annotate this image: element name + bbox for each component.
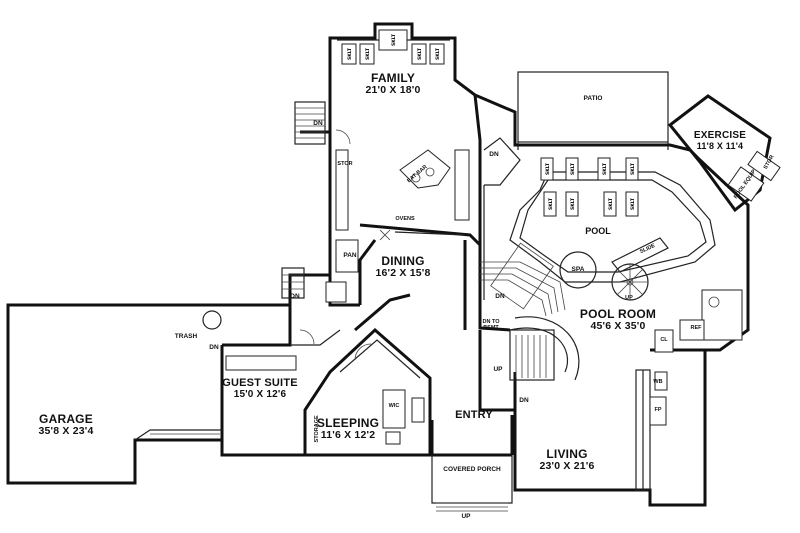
exercise-wing [667, 94, 781, 213]
dn-guest-note: DN [290, 293, 300, 300]
wb-note: WB [653, 379, 663, 385]
sleeping-room-label: SLEEPING 11'6 X 12'2 [317, 417, 379, 441]
stor-note: STOR [337, 161, 353, 167]
living-room-name: LIVING [546, 447, 588, 461]
sleeping-room-name: SLEEPING [316, 416, 380, 430]
up-spiral-note: UP [625, 295, 633, 301]
skylight-label: SKLT [417, 47, 423, 60]
covered-porch-label: COVERED PORCH [443, 466, 501, 473]
pool-room-fixtures [654, 289, 743, 353]
skylight-label: SKLT [391, 33, 397, 46]
cl-note: CL [660, 337, 668, 343]
guest-suite-name: GUEST SUITE [222, 377, 298, 389]
spa-label: SPA [571, 266, 585, 273]
spa-and-slide [559, 237, 669, 301]
dn-to-text: DN TO [482, 319, 500, 325]
pool-room-label: POOL ROOM 45'6 X 35'0 [580, 308, 656, 332]
ovens-note: OVENS [395, 216, 415, 222]
dn-garage-note: DN [209, 344, 219, 351]
skylight-label: SKLT [602, 162, 608, 175]
covered-porch [431, 455, 513, 512]
family-room-walls [294, 22, 476, 145]
skylight-label: SKLT [630, 197, 636, 210]
living-room-dims: 23'0 X 21'6 [539, 459, 595, 472]
wic-note: WIC [388, 403, 400, 409]
patio-label: PATIO [583, 95, 603, 102]
exercise-room-dims: 11'8 X 11'4 [696, 140, 744, 151]
dn-kitchen-note: DN [489, 151, 499, 158]
pool-basin [478, 171, 716, 317]
garage-walls [6, 303, 222, 485]
living-room-label: LIVING 23'0 X 21'6 [539, 448, 594, 472]
kitchen-walls [328, 132, 482, 307]
living-walls [513, 350, 707, 507]
sleeping-wing [303, 327, 432, 457]
entry-label: ENTRY [455, 409, 493, 422]
pool-room-name: POOL ROOM [579, 307, 657, 321]
bsmt-text: BSMT [483, 324, 499, 331]
skylight-label: SKLT [570, 197, 576, 210]
pan-note: PAN [343, 252, 357, 259]
guest-suite-walls [220, 305, 341, 457]
garage-name: GARAGE [39, 412, 93, 426]
dining-room-label: DINING 16'2 X 15'8 [375, 255, 430, 279]
skylight-label: SKLT [347, 47, 353, 60]
dn-pool-note: DN [495, 293, 505, 300]
skylight-label: SKLT [548, 197, 554, 210]
guest-suite-dims: 15'0 X 12'6 [233, 388, 287, 400]
pool-room-dims: 45'6 X 35'0 [590, 319, 646, 332]
patio-outline [517, 71, 669, 150]
entry-name: ENTRY [455, 409, 493, 421]
family-room-dims: 21'0 X 18'0 [365, 83, 421, 96]
dining-room-name: DINING [381, 254, 425, 268]
exercise-room-label: EXERCISE 11'8 X 11'4 [693, 130, 747, 151]
trash-note: TRASH [174, 333, 198, 340]
dn-family-note: DN [313, 120, 323, 127]
dining-room-dims: 16'2 X 15'8 [375, 266, 431, 279]
family-room-name: FAMILY [370, 71, 416, 85]
garage-dims: 35'8 X 23'4 [38, 424, 94, 437]
pool-label: POOL [585, 226, 611, 236]
garage-label: GARAGE 35'8 X 23'4 [38, 413, 93, 437]
up-stair-note: UP [493, 366, 503, 373]
pool-skylights: SKLT SKLT SKLT SKLT SKLT SKLT SKLT SKLT [540, 157, 639, 217]
family-room-label: FAMILY 21'0 X 18'0 [365, 72, 420, 96]
dn-living-note: DN [519, 397, 529, 404]
skylight-label: SKLT [608, 197, 614, 210]
up-porch-note: UP [461, 513, 471, 520]
skylight-label: SKLT [570, 162, 576, 175]
skylight-label: SKLT [435, 47, 441, 60]
ref-note: REF [690, 325, 702, 331]
skylight-group-family: SKLT SKLT SKLT SKLT SKLT [341, 29, 445, 65]
mudroom-walls [202, 267, 347, 330]
skylight-label: SKLT [365, 47, 371, 60]
entry-walls [430, 329, 555, 457]
sleeping-room-dims: 11'6 X 12'2 [320, 428, 376, 441]
skylight-label: SKLT [545, 162, 551, 175]
guest-suite-label: GUEST SUITE 15'0 X 12'6 [222, 377, 298, 400]
skylight-label: SKLT [630, 162, 636, 175]
dining-walls [354, 239, 467, 332]
exercise-room-name: EXERCISE [693, 130, 747, 141]
fp-note: FP [654, 407, 662, 413]
dn-to-bsmt-note: DN TO BSMT [482, 319, 500, 332]
storage-note: STORAGE [314, 415, 321, 443]
